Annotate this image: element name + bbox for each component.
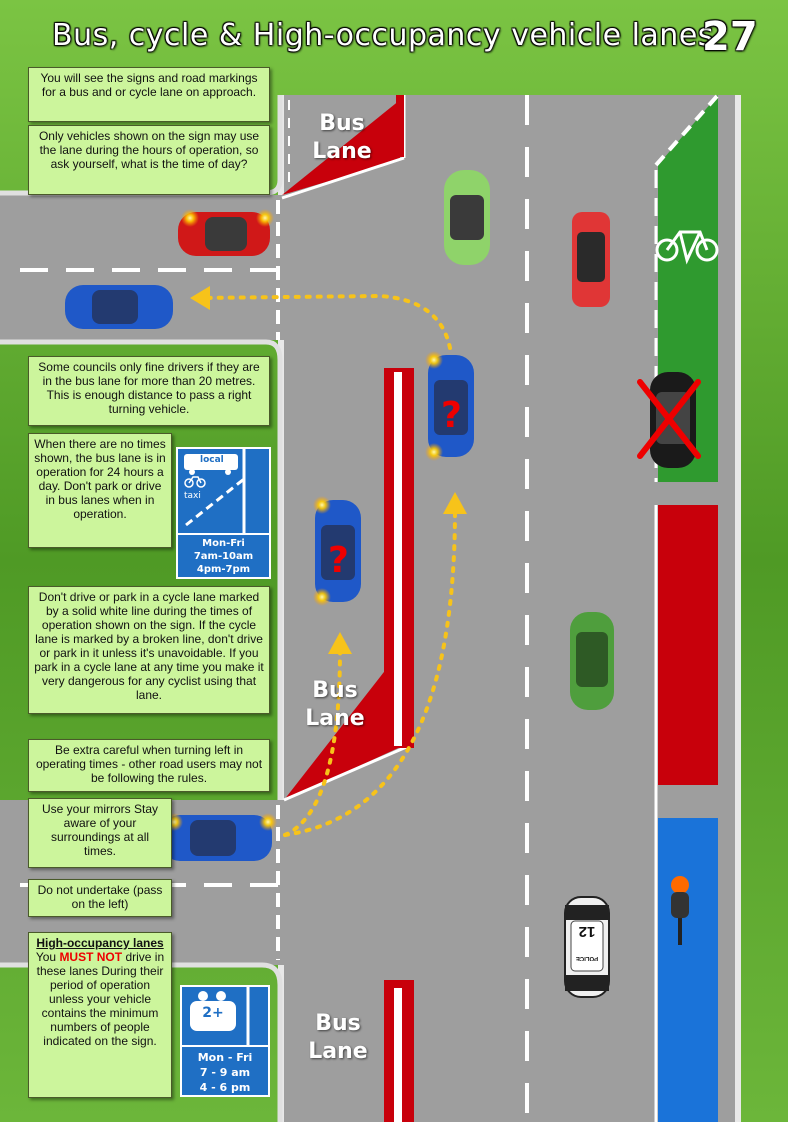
bus-sign-local-label: local: [200, 455, 224, 465]
hov-sign-times-2: 4 - 6 pm: [199, 1081, 251, 1094]
blue-car-turning-right: [425, 351, 474, 461]
arrowhead-up-right: [443, 492, 467, 514]
bus-lane-text-middle: Bus Lane: [298, 677, 372, 733]
arrow-path-top: [193, 293, 452, 350]
bus-sign-times-2: 4pm-7pm: [196, 564, 251, 575]
bus-sign-days: Mon-Fri: [202, 538, 245, 549]
arrow-path-middle: [283, 648, 342, 837]
page-title: Bus, cycle & High-occupancy vehicle lane…: [52, 18, 714, 53]
hov-sign-occupancy: 2+: [202, 1005, 224, 1021]
question-mark-car-1: ?: [441, 395, 462, 436]
hov-text-post: drive in these lanes During their period…: [36, 950, 165, 1048]
dark-green-car: [570, 612, 614, 710]
police-car-label: POLICE: [575, 955, 599, 961]
red-car-right-lane: [572, 212, 610, 307]
hov-sign-days: Mon - Fri: [197, 1051, 253, 1064]
blue-car-side-road: [65, 285, 173, 329]
note-approach: You will see the signs and road markings…: [28, 67, 270, 122]
blue-car-turning-left: [162, 813, 277, 861]
bus-word: Bus: [312, 678, 358, 703]
arrowhead-left: [190, 286, 210, 310]
note-no-times: When there are no times shown, the bus l…: [28, 433, 172, 548]
bus-sign-taxi-label: taxi: [184, 491, 201, 501]
red-car-side-road: [178, 209, 274, 256]
hov-sign-times-1: 7 - 9 am: [199, 1066, 251, 1079]
police-car: [564, 896, 610, 998]
side-road-bottom-kerb: [0, 962, 283, 1122]
bus-lane-text-top: Bus Lane: [306, 110, 378, 166]
hov-text-pre: You: [35, 950, 57, 964]
lane-word: Lane: [308, 1039, 368, 1064]
arrow-path-bottom: [283, 508, 457, 837]
police-car-number: 12: [578, 923, 596, 940]
question-mark-car-2: ?: [328, 540, 349, 581]
red-lane: [658, 505, 718, 785]
bus-lane-taper-bottom: [284, 645, 405, 800]
light-green-car: [444, 170, 490, 265]
note-cycle-lane: Don't drive or park in a cycle lane mark…: [28, 586, 270, 714]
hov-sign-times-panel: Mon - Fri 7 - 9 am 4 - 6 pm: [182, 1045, 268, 1095]
note-vehicles-shown: Only vehicles shown on the sign may use …: [28, 125, 270, 195]
bicycle-road-symbol: [655, 230, 719, 265]
bus-lane-taper-top: [282, 100, 400, 195]
bus-word: Bus: [315, 1011, 361, 1036]
note-councils: Some councils only fine drivers if they …: [28, 356, 270, 426]
cycle-lane-diagonal: [654, 93, 720, 167]
bus-sign-times-panel: Mon-Fri 7am-10am 4pm-7pm: [178, 533, 269, 577]
note-mirrors: Use your mirrors Stay aware of your surr…: [28, 798, 172, 868]
hov-sign-graphic: [190, 987, 250, 1045]
bus-lane-sign: local taxi Mon-Fri 7am-10am 4pm-7pm: [176, 447, 271, 579]
red-cross: [637, 379, 701, 459]
page-number: 27: [702, 14, 758, 60]
hov-heading: High-occupancy lanes: [36, 936, 164, 950]
note-high-occupancy: High-occupancy lanes You MUST NOT drive …: [28, 932, 172, 1098]
note-undertake: Do not undertake (pass on the left): [28, 879, 172, 917]
lane-word: Lane: [305, 706, 365, 731]
blue-car-bus-lane: [313, 496, 361, 606]
bus-lane-text-bottom: Bus Lane: [300, 1010, 376, 1066]
side-road-top-kerb-lower: [0, 339, 283, 800]
hov-lane-sign: 2+ Mon - Fri 7 - 9 am 4 - 6 pm: [180, 985, 270, 1097]
note-turning-left: Be extra careful when turning left in op…: [28, 739, 270, 792]
bus-lane-sign-graphic: [184, 449, 246, 533]
right-kerb: [735, 95, 741, 1122]
hov-must-not: MUST NOT: [59, 950, 123, 964]
hov-lane-blue: [658, 818, 718, 1122]
lane-word: Lane: [312, 139, 372, 164]
cyclist: [671, 876, 689, 945]
arrowhead-up-left: [328, 632, 352, 654]
bus-sign-times-1: 7am-10am: [193, 551, 254, 562]
page-header: Bus, cycle & High-occupancy vehicle lane…: [0, 10, 788, 70]
bus-word: Bus: [319, 111, 365, 136]
